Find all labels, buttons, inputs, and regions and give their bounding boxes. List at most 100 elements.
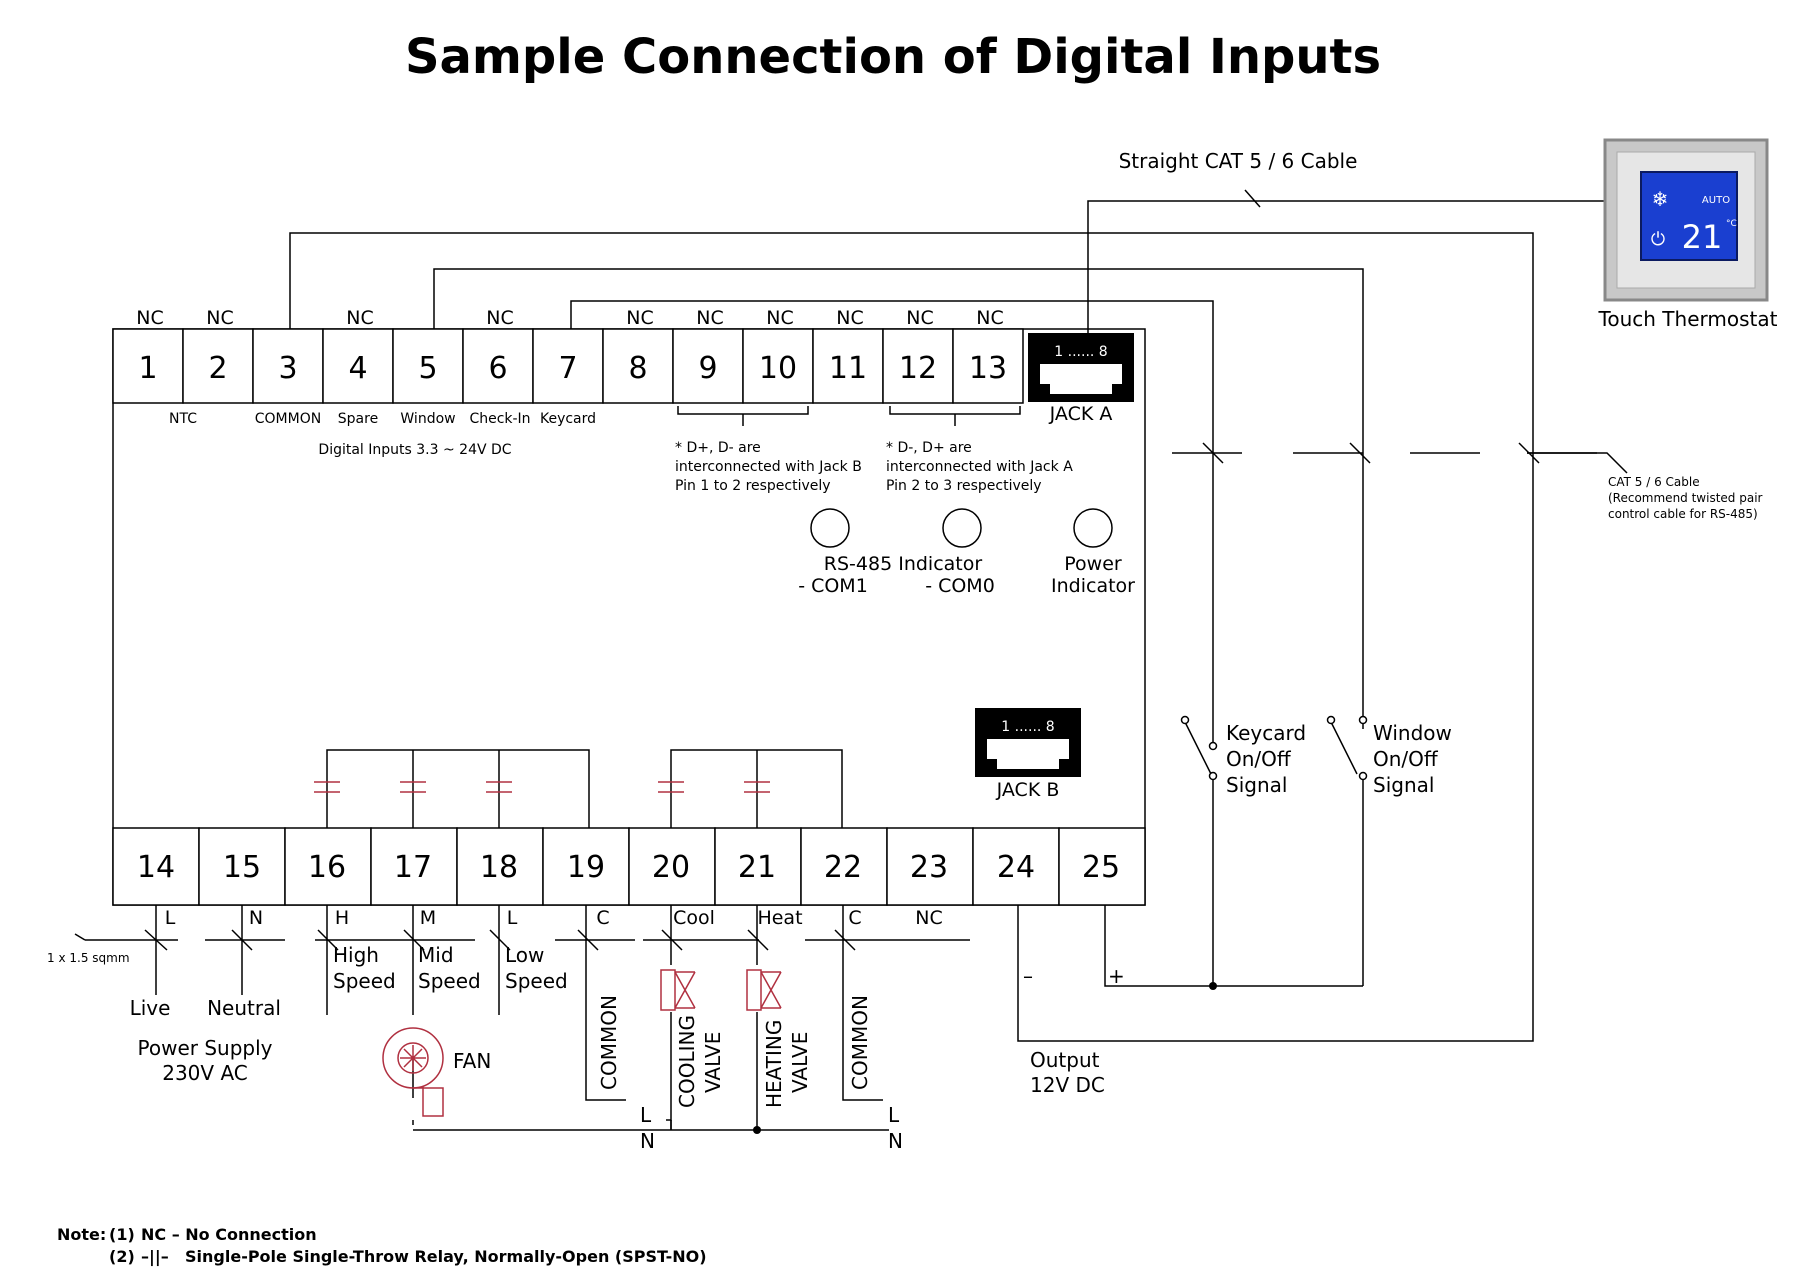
rs485-indicator-title: RS-485 Indicator <box>824 553 983 575</box>
cooling-valve-label-2: VALVE <box>701 1032 725 1093</box>
cable-top-label: Straight CAT 5 / 6 Cable <box>1119 149 1358 173</box>
svg-text:21: 21 <box>738 850 776 885</box>
svg-text:18: 18 <box>480 850 518 885</box>
svg-text:–||–: –||– <box>141 1247 169 1267</box>
power-supply-label: Power Supply <box>138 1036 273 1060</box>
svg-text:15: 15 <box>223 850 261 885</box>
fan-label: FAN <box>453 1049 491 1073</box>
svg-text:17: 17 <box>394 850 432 885</box>
svg-text:22: 22 <box>824 850 862 885</box>
cooling-valve-symbol <box>660 969 696 1011</box>
svg-text:Cool: Cool <box>673 907 715 929</box>
svg-text:NC: NC <box>486 307 513 329</box>
svg-text:6: 6 <box>488 351 507 386</box>
svg-text:NC: NC <box>915 907 942 929</box>
top-terminal: 6 NC Check-In <box>462 307 534 427</box>
power-indicator-led <box>1073 508 1113 548</box>
svg-text:12: 12 <box>899 351 937 386</box>
svg-text:JACK B: JACK B <box>996 779 1060 801</box>
svg-text:16: 16 <box>308 850 346 885</box>
svg-text:COMMON: COMMON <box>255 411 321 427</box>
cable-side-label-3: control cable for RS-485) <box>1608 507 1758 521</box>
svg-text:Check-In: Check-In <box>469 411 530 427</box>
bottom-terminal: 15N <box>198 827 286 929</box>
svg-text:C: C <box>596 907 609 929</box>
svg-text:Keycard: Keycard <box>540 411 596 427</box>
top-terminal: 8NC <box>602 307 674 404</box>
svg-text:5: 5 <box>418 351 437 386</box>
svg-text:10: 10 <box>759 351 797 386</box>
svg-text:8: 8 <box>628 351 647 386</box>
cable-side-label: CAT 5 / 6 Cable <box>1608 475 1700 489</box>
bottom-terminal: 18L <box>456 827 544 929</box>
svg-text:C: C <box>848 907 861 929</box>
mid-speed-label-2: Speed <box>418 969 481 993</box>
svg-text:(2): (2) <box>109 1247 135 1266</box>
svg-text:25: 25 <box>1082 850 1120 885</box>
mid-speed-label: Mid <box>418 943 454 967</box>
svg-text:L: L <box>507 907 518 929</box>
jack-b-interconnect-note: * D+, D- are interconnected with Jack B … <box>675 440 862 494</box>
svg-text:Heat: Heat <box>757 907 802 929</box>
svg-text:11: 11 <box>829 351 867 386</box>
svg-text:interconnected with Jack A: interconnected with Jack A <box>886 459 1073 475</box>
low-speed-label-2: Speed <box>505 969 568 993</box>
output-plus-label: + <box>1108 964 1125 988</box>
svg-text:Single-Pole Single-Throw Relay: Single-Pole Single-Throw Relay, Normally… <box>185 1247 707 1266</box>
output-label: Output <box>1030 1048 1100 1072</box>
top-terminal: 1NC <box>112 307 184 404</box>
window-signal-label: Window <box>1373 721 1452 745</box>
svg-text:L: L <box>165 907 176 929</box>
keycard-signal-label-3: Signal <box>1226 773 1287 797</box>
svg-text:1: 1 <box>138 351 157 386</box>
low-speed-label: Low <box>505 943 544 967</box>
line-n-label-1: N <box>640 1129 655 1153</box>
common-label-19: COMMON <box>597 995 621 1090</box>
svg-text:M: M <box>420 907 436 929</box>
svg-text:1 ...... 8: 1 ...... 8 <box>1054 344 1107 360</box>
heating-valve-label: HEATING <box>762 1020 786 1108</box>
svg-text:Note:: Note: <box>57 1225 106 1244</box>
svg-text:* D+, D- are: * D+, D- are <box>675 440 761 456</box>
svg-text:NC: NC <box>346 307 373 329</box>
jack-a: 1 ...... 8 JACK A <box>1028 333 1134 425</box>
bottom-terminal: 24 <box>972 827 1060 906</box>
diagram-title: Sample Connection of Digital Inputs <box>405 29 1381 85</box>
high-speed-label-2: Speed <box>333 969 396 993</box>
bottom-terminal: 16H <box>284 827 372 929</box>
internal-relays <box>314 749 843 828</box>
svg-text:19: 19 <box>567 850 605 885</box>
rs485-com0-label: - COM0 <box>925 575 995 597</box>
svg-text:9: 9 <box>698 351 717 386</box>
svg-text:7: 7 <box>558 351 577 386</box>
thermostat-temperature: 21 <box>1682 218 1723 256</box>
svg-text:NC: NC <box>206 307 233 329</box>
svg-text:Pin 1 to 2 respectively: Pin 1 to 2 respectively <box>675 478 831 494</box>
neutral-label: Neutral <box>207 996 281 1020</box>
svg-text:NC: NC <box>696 307 723 329</box>
power-indicator-label-2: Indicator <box>1051 575 1135 597</box>
thermostat-unit: °C <box>1726 219 1737 229</box>
bottom-terminal: 22C <box>800 827 888 929</box>
live-label: Live <box>130 996 171 1020</box>
heating-valve-label-2: VALVE <box>788 1032 812 1093</box>
power-icon: ⏻ <box>1651 229 1665 250</box>
bottom-terminal: 17M <box>370 827 458 929</box>
svg-text:(1): (1) <box>109 1225 135 1244</box>
svg-text:Spare: Spare <box>338 411 378 427</box>
svg-text:3: 3 <box>278 351 297 386</box>
thermostat-screen <box>1640 171 1738 261</box>
bottom-terminal: 14L <box>112 827 200 929</box>
bottom-terminal: 25 <box>1058 827 1146 906</box>
svg-text:NC – No Connection: NC – No Connection <box>141 1225 317 1244</box>
